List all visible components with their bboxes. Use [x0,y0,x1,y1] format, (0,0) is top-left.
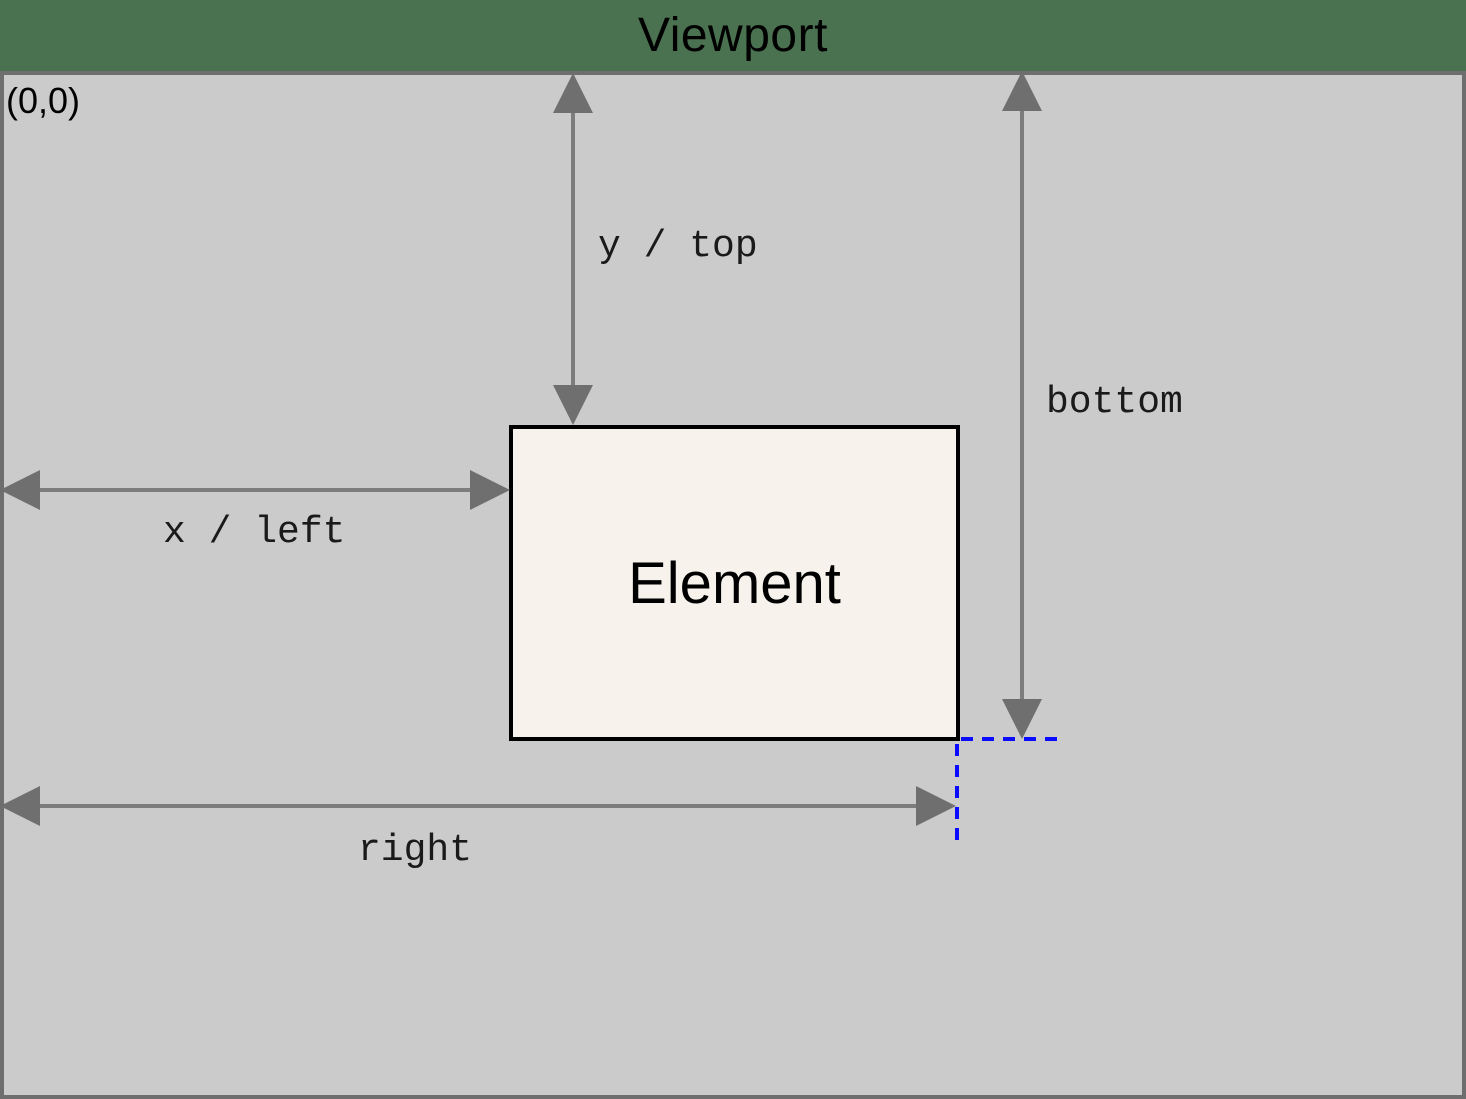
element-label: Element [628,550,841,616]
viewport-title-bar: Viewport [0,0,1466,71]
bottom-label: bottom [1046,381,1183,424]
y-top-label: y / top [598,225,758,268]
right-label: right [358,829,473,872]
viewport-title: Viewport [638,9,828,62]
element-box: Element [509,425,960,741]
x-left-label: x / left [163,511,346,554]
origin-coordinate-label: (0,0) [6,80,81,121]
